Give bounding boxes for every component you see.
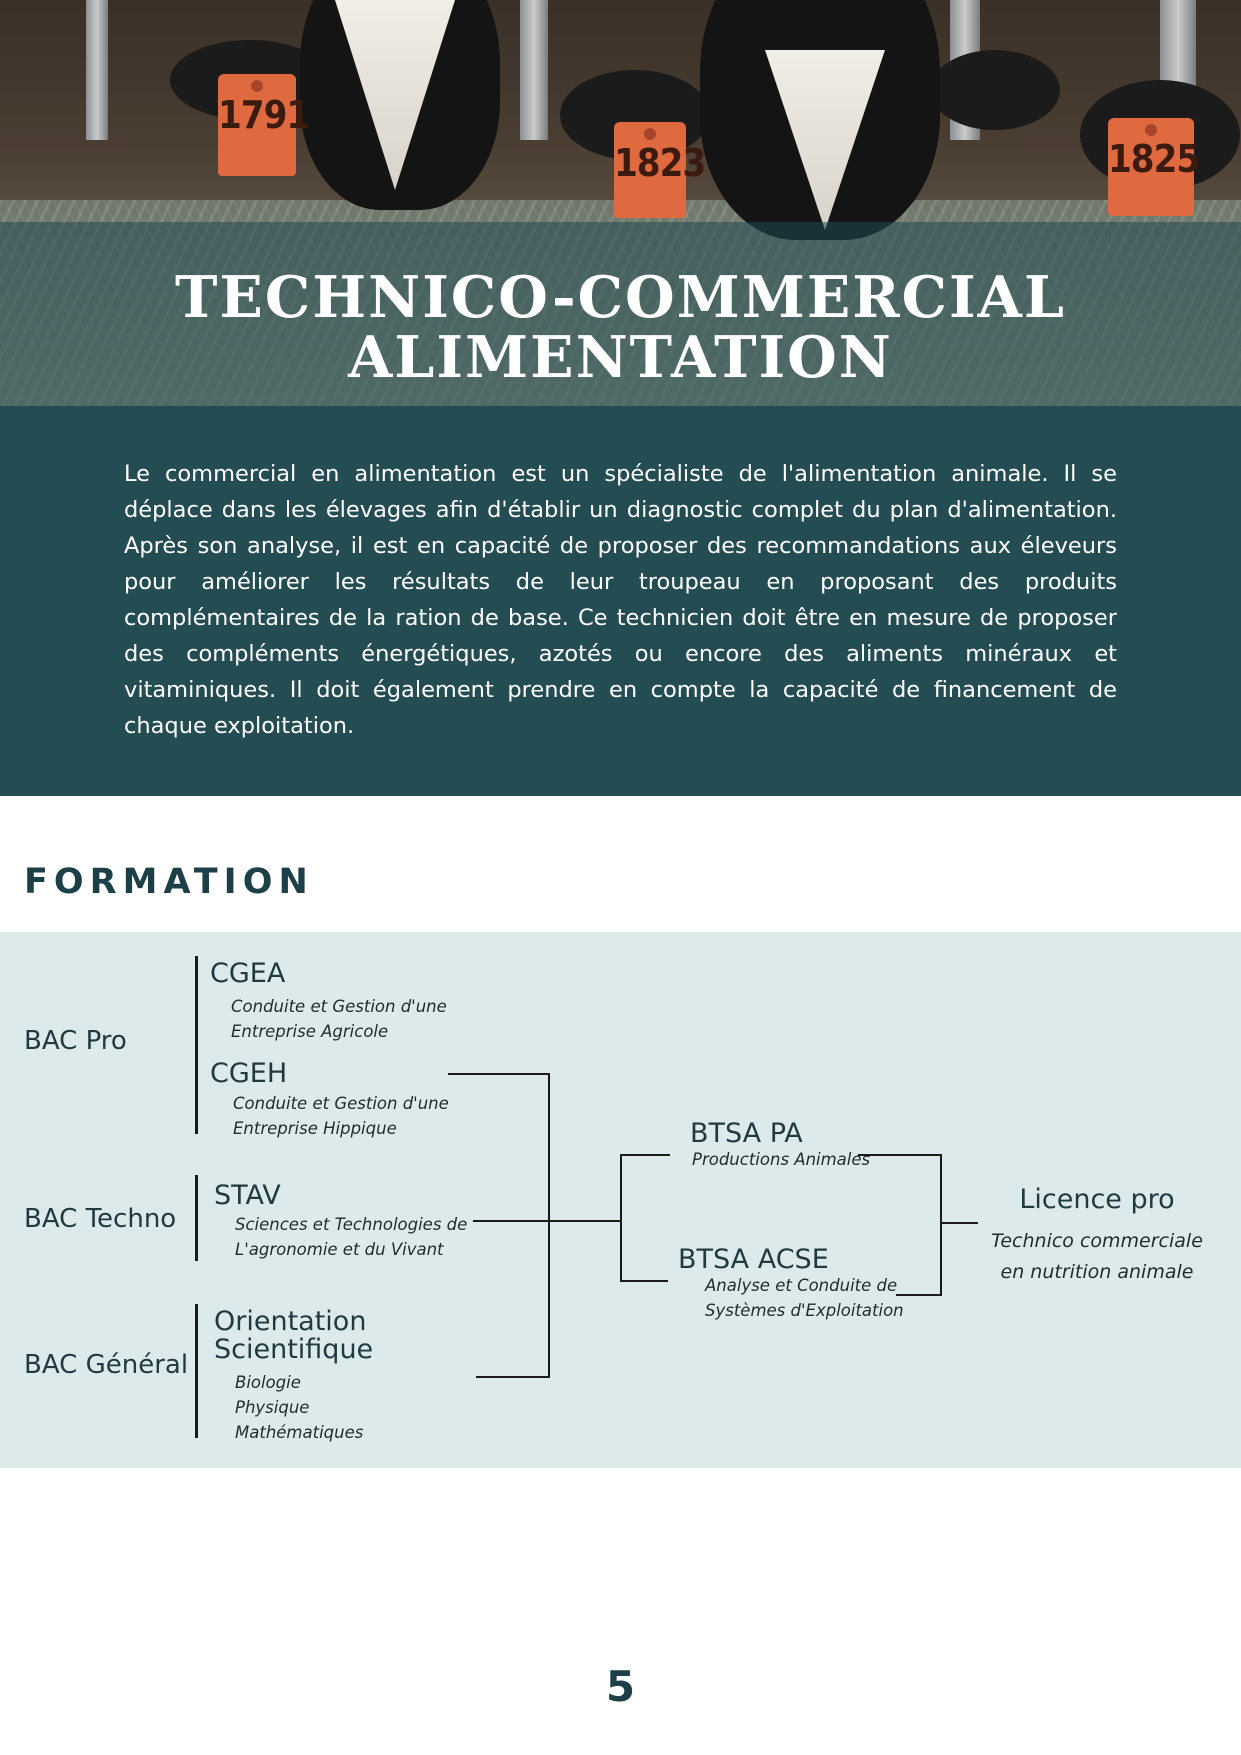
intro-paragraph: Le commercial en alimentation est un spé… xyxy=(124,461,1117,739)
ear-tag: 1791 xyxy=(218,74,310,176)
stall-rail xyxy=(86,0,108,140)
stall-rail xyxy=(520,0,548,140)
bac-general-label: BAC Général xyxy=(24,1350,189,1380)
program-desc: Entreprise Hippique xyxy=(233,1119,397,1138)
program-code-stav: STAV xyxy=(214,1180,281,1211)
bracket-bar xyxy=(195,1175,198,1261)
connector-line xyxy=(940,1154,942,1296)
intro-panel: Le commercial en alimentation est un spé… xyxy=(0,406,1241,796)
connector-line xyxy=(476,1376,550,1378)
program-code-cgeh: CGEH xyxy=(210,1058,288,1089)
hero-photo: 1791 1823 1825 TECHNICO-COMMERCIAL ALIME… xyxy=(0,0,1241,406)
bracket-bar xyxy=(195,956,198,1134)
btsa-acse-desc: Analyse et Conduite de xyxy=(705,1276,898,1295)
btsa-acse-code: BTSA ACSE xyxy=(678,1244,829,1275)
page-number: 5 xyxy=(605,1662,636,1711)
connector-line xyxy=(473,1220,621,1222)
program-code-scientifique: Scientifique xyxy=(214,1334,374,1365)
section-title: FORMATION xyxy=(24,862,314,902)
ear-tag-number: 1825 xyxy=(1108,137,1200,181)
program-desc: Conduite et Gestion d'une xyxy=(233,1094,449,1113)
licence-pro-title: Licence pro xyxy=(1019,1184,1175,1215)
page-title: TECHNICO-COMMERCIAL ALIMENTATION xyxy=(0,268,1241,388)
bac-pro-label: BAC Pro xyxy=(24,1026,127,1056)
ear-tag-number: 1823 xyxy=(614,141,706,185)
program-code-cgea: CGEA xyxy=(210,958,286,989)
btsa-pa-desc: Productions Animales xyxy=(692,1150,871,1169)
connector-line xyxy=(896,1294,942,1296)
bracket-bar xyxy=(195,1304,198,1438)
program-desc: Sciences et Technologies de xyxy=(235,1215,468,1234)
licence-pro-desc: Technico commerciale xyxy=(991,1230,1203,1252)
connector-line xyxy=(858,1154,942,1156)
connector-line xyxy=(448,1073,550,1075)
hero-title-band xyxy=(0,222,1241,406)
cow-ear xyxy=(930,50,1060,130)
connector-line xyxy=(940,1222,978,1224)
program-desc: Conduite et Gestion d'une xyxy=(231,997,447,1016)
subject-item: Mathématiques xyxy=(235,1423,364,1442)
page-title-line: ALIMENTATION xyxy=(348,324,893,391)
btsa-acse-desc: Systèmes d'Exploitation xyxy=(705,1301,904,1320)
bac-techno-label: BAC Techno xyxy=(24,1204,177,1234)
program-desc: Entreprise Agricole xyxy=(231,1022,389,1041)
subject-item: Biologie xyxy=(235,1373,301,1392)
page-title-line: TECHNICO-COMMERCIAL xyxy=(175,264,1066,331)
ear-tag: 1823 xyxy=(614,122,706,218)
btsa-pa-code: BTSA PA xyxy=(690,1118,803,1149)
ear-tag-number: 1791 xyxy=(218,93,310,137)
connector-line xyxy=(620,1154,670,1156)
subject-item: Physique xyxy=(235,1398,310,1417)
ear-tag: 1825 xyxy=(1108,118,1200,216)
licence-pro-desc: en nutrition animale xyxy=(1000,1261,1194,1283)
connector-line xyxy=(548,1073,550,1378)
program-desc: L'agronomie et du Vivant xyxy=(235,1240,444,1259)
formation-diagram: BAC Pro CGEA Conduite et Gestion d'une E… xyxy=(0,932,1241,1468)
connector-line xyxy=(620,1280,668,1282)
connector-line xyxy=(620,1154,622,1282)
program-code-orientation: Orientation xyxy=(214,1306,367,1337)
